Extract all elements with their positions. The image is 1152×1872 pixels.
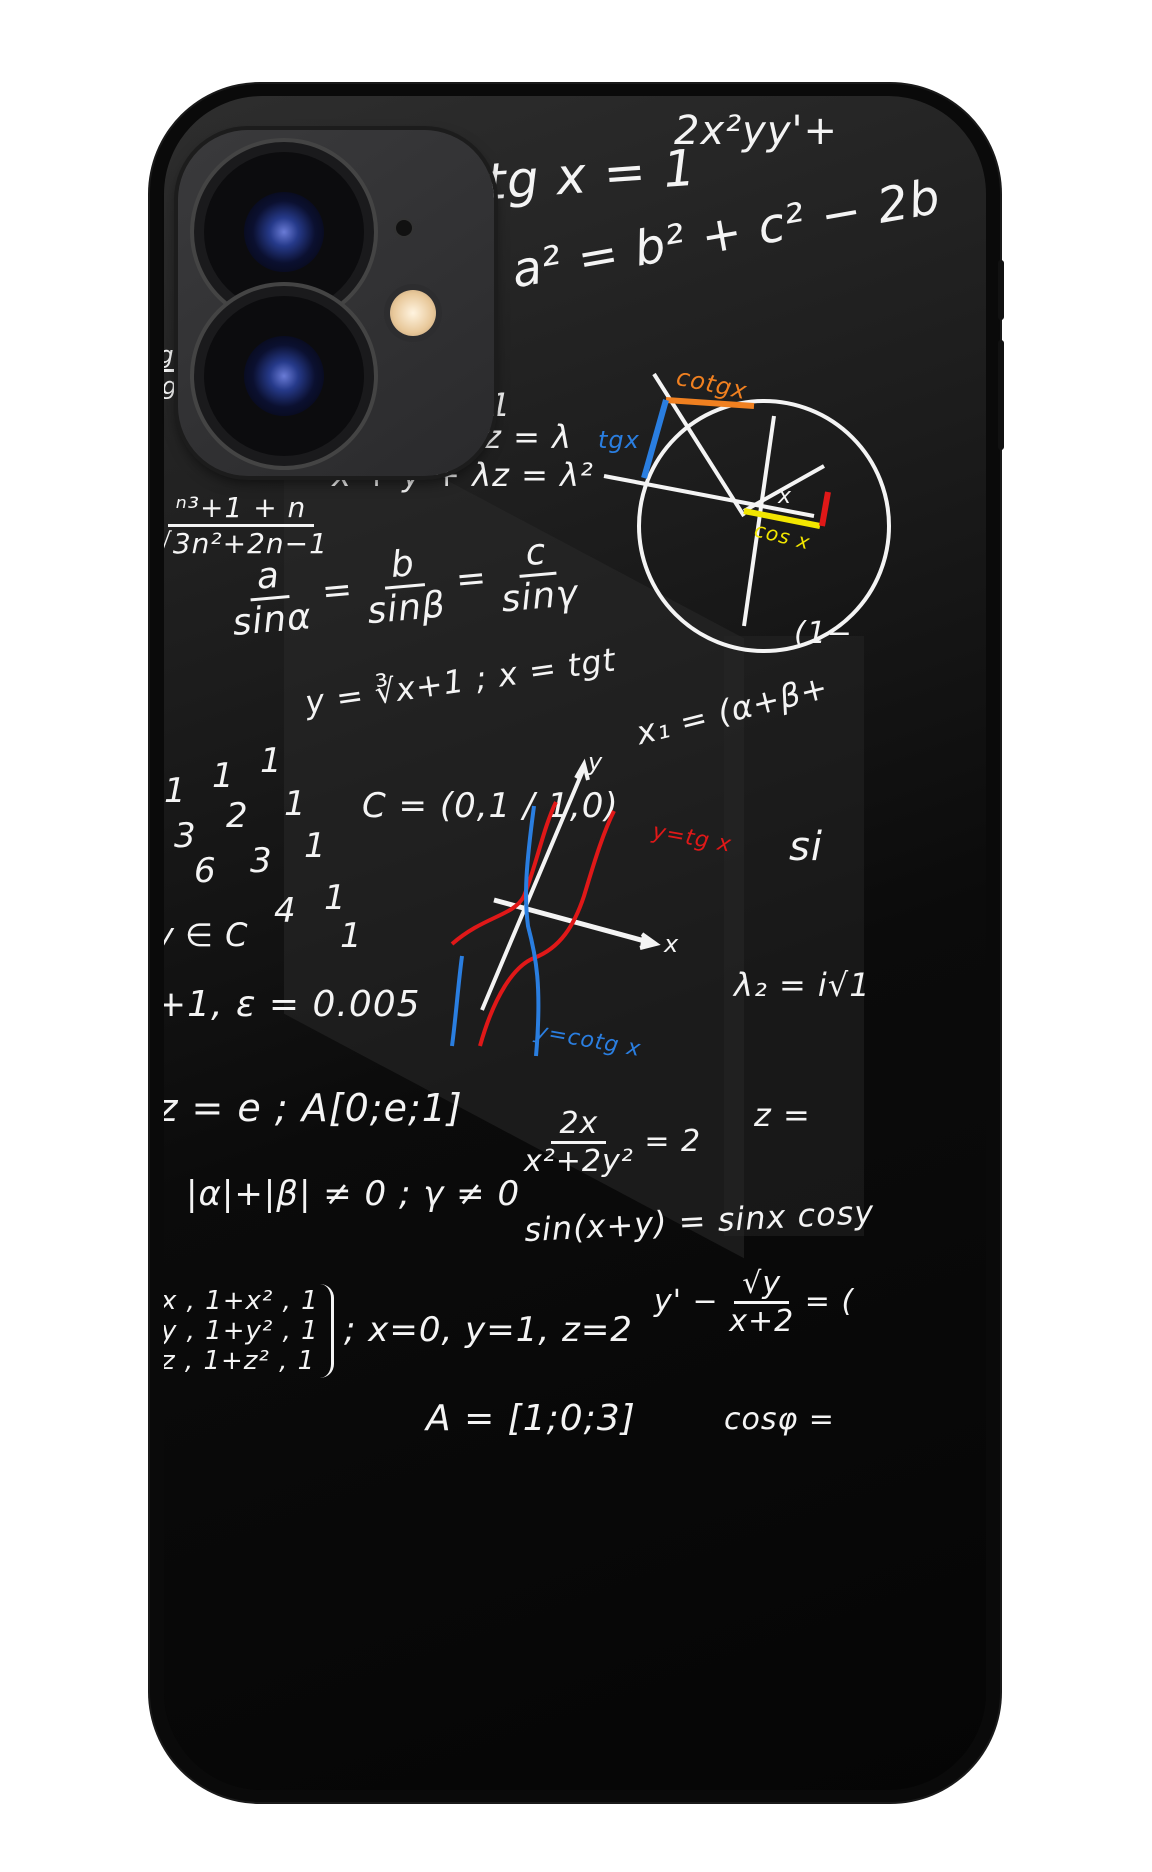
flash-icon xyxy=(390,290,436,336)
formula: λ₂ = i√1 xyxy=(734,966,871,1004)
side-button xyxy=(998,340,1004,450)
digit: 1 xyxy=(284,784,307,824)
digit: 2 xyxy=(226,796,249,836)
matrix: x , 1+x² , 1 y , 1+y² , 1 z , 1+z² , 1 xyxy=(164,1284,334,1378)
label-tgx: tgx xyxy=(598,426,640,454)
matrix-row: z , 1+z² , 1 xyxy=(164,1346,316,1376)
formula: ⁿ³+1 + n√3n²+2n−1 xyxy=(164,491,328,560)
digit: 4 xyxy=(274,891,297,931)
matrix-row: y , 1+y² , 1 xyxy=(164,1316,319,1346)
digit: 6 xyxy=(194,851,217,891)
formula: cosφ = xyxy=(724,1402,835,1437)
formula: ; x=0, y=1, z=2 xyxy=(344,1310,633,1350)
formula: z = xyxy=(754,1096,811,1134)
digit: 1 xyxy=(304,826,327,866)
shadow-band xyxy=(724,636,864,1236)
microphone-icon xyxy=(396,220,412,236)
digit: 1 xyxy=(164,771,187,811)
camera-lens xyxy=(204,296,364,456)
label-x-axis: x xyxy=(664,930,680,958)
matrix-row: x , 1+x² , 1 xyxy=(164,1286,319,1316)
digit: 1 xyxy=(340,916,363,956)
side-button xyxy=(998,260,1004,320)
formula: +1, ε = 0.005 xyxy=(164,984,421,1025)
formula: si xyxy=(789,824,823,870)
digit: 1 xyxy=(324,878,347,918)
label-y-axis: y xyxy=(588,748,604,776)
camera-lens xyxy=(204,152,364,312)
tan-cotan-graph xyxy=(450,758,661,1057)
digit: 3 xyxy=(250,841,273,881)
digit: 3 xyxy=(174,816,197,856)
label-angle-x: x xyxy=(778,484,793,509)
formula: |α|+|β| ≠ 0 ; γ ≠ 0 xyxy=(186,1174,521,1214)
formula: A = [1;0;3] xyxy=(426,1398,636,1439)
camera-module xyxy=(178,130,494,476)
formula: γ ∈ C xyxy=(164,916,249,954)
formula: yz = e ; A[0;e;1] xyxy=(164,1086,463,1130)
unit-circle-diagram xyxy=(603,372,891,653)
formula: 2x²yy'+ xyxy=(674,108,839,154)
digit: 1 xyxy=(260,741,283,781)
digit: 1 xyxy=(212,756,235,796)
